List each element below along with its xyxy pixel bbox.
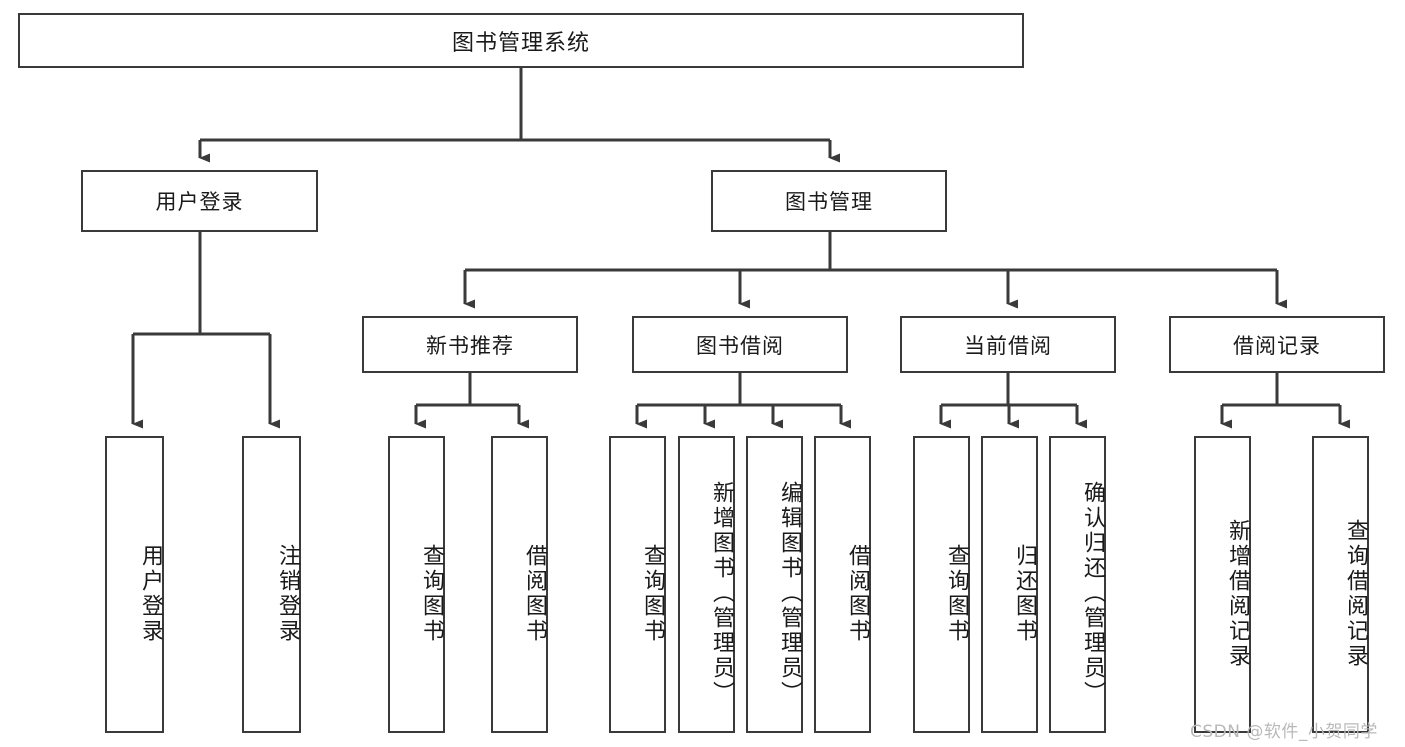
- leaf-logout-login[interactable]: 注销登录: [242, 436, 301, 733]
- node-label: 图书管理: [785, 190, 873, 214]
- node-label: 查询图书: [944, 543, 969, 644]
- node-book-management[interactable]: 图书管理: [711, 170, 947, 232]
- leaf-return-book[interactable]: 归还图书: [981, 436, 1038, 733]
- node-new-book-recommend[interactable]: 新书推荐: [362, 316, 578, 373]
- node-label: 借阅图书: [522, 543, 547, 644]
- node-label: 查询图书: [640, 543, 665, 644]
- leaf-borrow-book[interactable]: 借阅图书: [814, 436, 871, 733]
- leaf-add-book-admin[interactable]: 新增图书（管理员）: [678, 436, 735, 733]
- leaf-query-borrow-record[interactable]: 查询借阅记录: [1312, 436, 1369, 733]
- leaf-user-login[interactable]: 用户登录: [105, 436, 164, 733]
- leaf-confirm-return-admin[interactable]: 确认归还（管理员）: [1049, 436, 1106, 733]
- node-label: 注销登录: [275, 543, 300, 644]
- leaf-borrow-book-recommend[interactable]: 借阅图书: [491, 436, 548, 733]
- leaf-query-book-current[interactable]: 查询图书: [913, 436, 970, 733]
- leaf-query-book-recommend[interactable]: 查询图书: [388, 436, 445, 733]
- watermark: CSDN @软件_小贺同学: [1190, 722, 1378, 742]
- node-borrow-record[interactable]: 借阅记录: [1169, 316, 1385, 373]
- node-label: 编辑图书（管理员）: [777, 481, 802, 706]
- node-label: 用户登录: [138, 543, 163, 644]
- leaf-query-book-borrow[interactable]: 查询图书: [609, 436, 666, 733]
- node-label: 新书推荐: [426, 333, 514, 358]
- node-current-borrow[interactable]: 当前借阅: [900, 316, 1116, 373]
- leaf-add-borrow-record[interactable]: 新增借阅记录: [1194, 436, 1251, 733]
- node-label: 查询图书: [419, 543, 444, 644]
- node-label: 归还图书: [1012, 543, 1037, 644]
- node-label: 新增借阅记录: [1225, 518, 1250, 669]
- node-label: 借阅记录: [1233, 333, 1321, 358]
- node-label: 图书借阅: [696, 333, 784, 358]
- node-book-borrow[interactable]: 图书借阅: [632, 316, 848, 373]
- node-label: 用户登录: [155, 190, 244, 214]
- node-label: 当前借阅: [964, 333, 1052, 358]
- node-root-book-management-system[interactable]: 图书管理系统: [18, 13, 1024, 68]
- node-label: 新增图书（管理员）: [709, 481, 734, 706]
- node-label: 图书管理系统: [451, 30, 590, 56]
- node-label: 借阅图书: [845, 543, 870, 644]
- node-label: 确认归还（管理员）: [1080, 481, 1105, 706]
- node-label: 查询借阅记录: [1343, 518, 1368, 669]
- leaf-edit-book-admin[interactable]: 编辑图书（管理员）: [746, 436, 803, 733]
- node-user-login[interactable]: 用户登录: [81, 170, 318, 232]
